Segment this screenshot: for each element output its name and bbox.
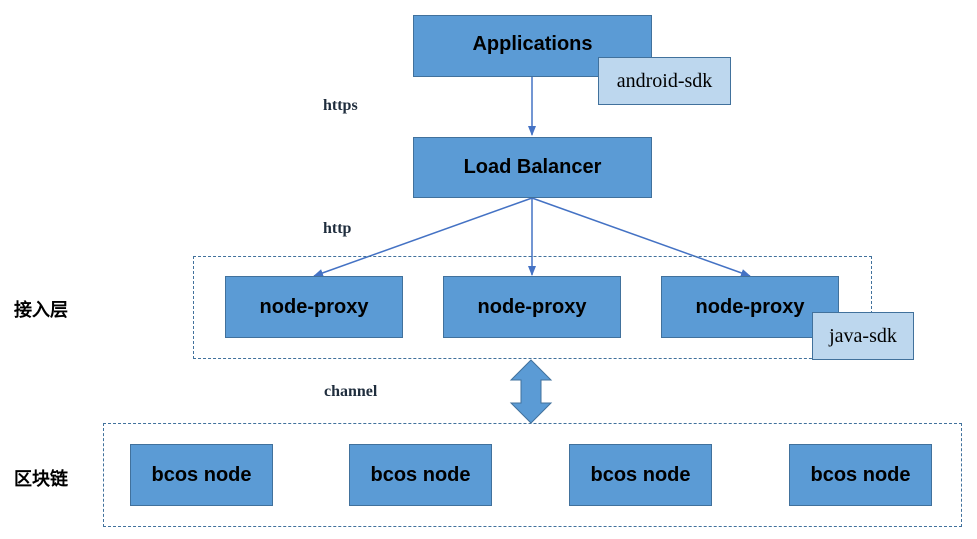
- load-balancer-box: Load Balancer: [413, 137, 652, 198]
- bcos-node-label-2: bcos node: [370, 463, 471, 486]
- bcos-node-box-3: bcos node: [569, 444, 712, 506]
- arrow-load-balancer-to-proxy-1: [313, 197, 533, 277]
- node-proxy-label-3: node-proxy: [695, 295, 805, 318]
- node-proxy-box-2: node-proxy: [443, 276, 621, 338]
- node-proxy-box-1: node-proxy: [225, 276, 403, 338]
- applications-label: Applications: [472, 32, 593, 55]
- bcos-node-box-2: bcos node: [349, 444, 492, 506]
- node-proxy-label-2: node-proxy: [477, 295, 587, 318]
- https-label: https: [323, 97, 358, 114]
- arrow-load-balancer-to-proxy-3: [531, 197, 751, 277]
- node-proxy-box-3: node-proxy: [661, 276, 839, 338]
- bcos-node-label-4: bcos node: [810, 463, 911, 486]
- bcos-node-box-4: bcos node: [789, 444, 932, 506]
- access-layer-group: [193, 256, 872, 359]
- bcos-node-label-1: bcos node: [151, 463, 252, 486]
- channel-double-arrow: [509, 359, 553, 424]
- http-label: http: [323, 220, 352, 237]
- android-sdk-label: android-sdk: [616, 69, 713, 92]
- channel-label: channel: [324, 383, 378, 400]
- android-sdk-tag: android-sdk: [598, 57, 731, 105]
- access-layer-label: 接入层: [14, 300, 68, 321]
- bcos-node-label-3: bcos node: [590, 463, 691, 486]
- bcos-node-box-1: bcos node: [130, 444, 273, 506]
- blockchain-layer-group: [103, 423, 962, 527]
- java-sdk-tag: java-sdk: [812, 312, 914, 360]
- node-proxy-label-1: node-proxy: [259, 295, 369, 318]
- java-sdk-label: java-sdk: [829, 324, 897, 347]
- blockchain-layer-label: 区块链: [14, 469, 68, 490]
- load-balancer-label: Load Balancer: [463, 156, 602, 178]
